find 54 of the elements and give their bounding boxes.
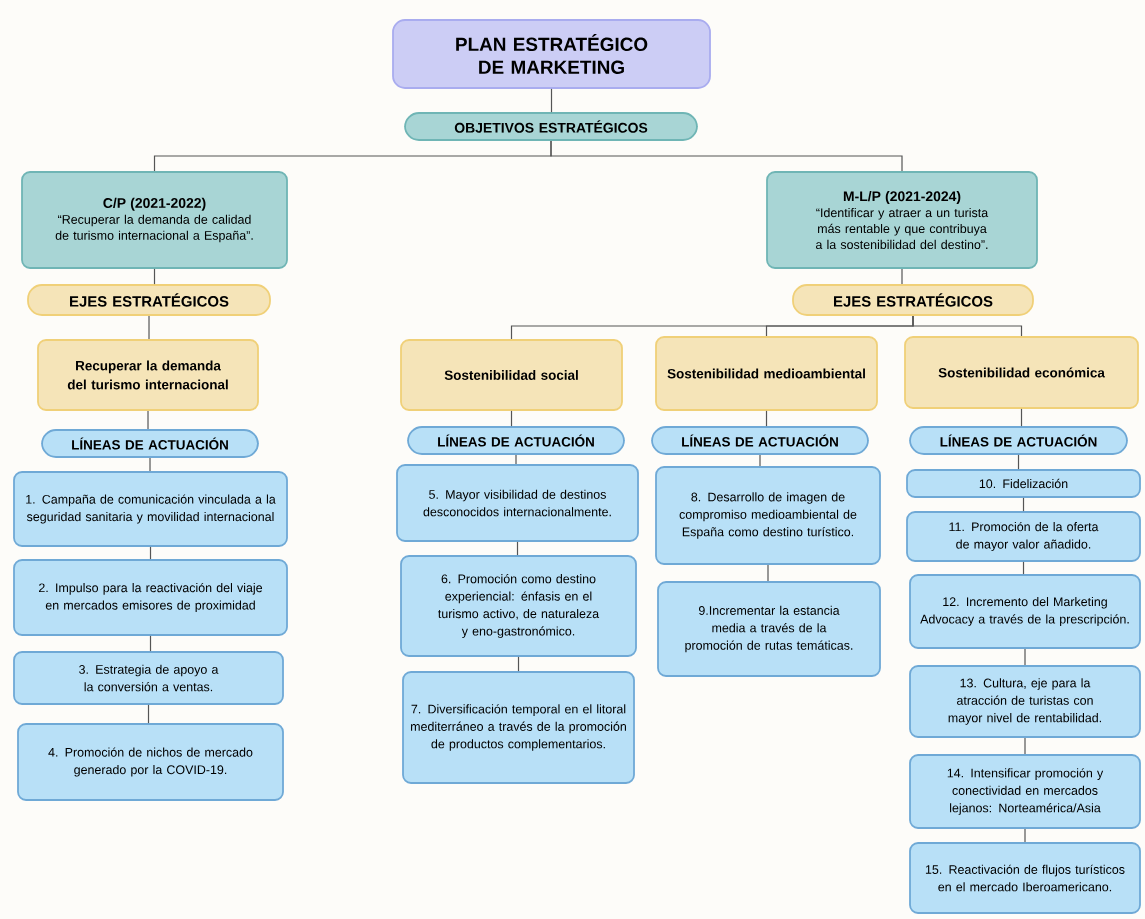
connector-line [516,541,519,556]
title-box: PLAN ESTRATÉGICO DE MARKETING [392,19,711,89]
connector-line [550,140,903,172]
connector-line [1024,828,1026,843]
connector-line [153,268,156,285]
connector-line [550,88,553,113]
objective-box: C/P (2021-2022) “Recuperar la demanda de calidad de turismo internacional a España”. [21,171,288,269]
action-box: 2. Impulso para la reactivación del viaje en mercados emisores de proximidad [13,559,288,636]
action-box: 4. Promoción de nichos de mercado generado por la COVID-19. [17,723,284,801]
action-box: 12. Incremento del Marketing Advocacy a través de la prescripción. [909,574,1141,649]
heading-pill: LÍNEAS DE ACTUACIÓN [651,426,869,455]
action-box: 1. Campaña de comunicación vinculada a la seguridad sanitaria y movilidad internacional [13,471,288,547]
objective-box: M-L/P (2021-2024) “Identificar y atraer a un turista más rentable y que contribuya a la sostenibilidad del destino”. [766,171,1038,269]
connector-line [147,704,150,724]
axis-box: Sostenibilidad económica [904,336,1139,409]
action-box: 5. Mayor visibilidad de destinos desconocidos internacionalmente. [396,464,639,542]
action-box: 11. Promoción de la oferta de mayor valor añadido. [906,511,1141,562]
connector-line [148,315,150,340]
connector-line [510,410,513,427]
heading-pill: OBJETIVOS ESTRATÉGICOS [404,112,698,141]
connector-line [1022,561,1025,575]
action-box: 14. Intensificar promoción y conectividad en mercados lejanos: Norteamérica/Asia [909,754,1141,829]
connector-line [1022,497,1025,512]
connector-line [912,315,1023,337]
action-box: 7. Diversificación temporal en el litoral mediterráneo a través de la promoción de productos complementarios. [402,671,635,784]
action-box: 15. Reactivación de flujos turísticos en el mercado Iberoamericano. [909,842,1141,914]
connector-line [1017,454,1020,470]
connector-line [149,635,152,652]
connector-line [149,457,151,472]
heading-pill: LÍNEAS DE ACTUACIÓN [41,429,259,458]
action-box: 10. Fidelización [906,469,1141,498]
heading-pill: EJES ESTRATÉGICOS [792,284,1034,316]
action-box: 8. Desarrollo de imagen de compromiso medioambiental de España como destino turístico. [655,466,881,565]
axis-box: Recuperar la demanda del turismo internacional [37,339,259,411]
connector-line [1020,408,1023,427]
axis-box: Sostenibilidad social [400,339,623,411]
connector-line [149,546,152,560]
connector-line [147,410,149,430]
connector-line [765,410,768,427]
connector-line [759,454,761,467]
heading-pill: LÍNEAS DE ACTUACIÓN [407,426,625,455]
action-box: 6. Promoción como destino experiencial: énfasis en el turismo activo, de naturaleza y eno-gastronómico. [400,555,637,657]
connector-line [515,454,517,465]
connector-line [1024,648,1026,666]
action-box: 13. Cultura, eje para la atracción de turistas con mayor nivel de rentabilidad. [909,665,1141,738]
action-box: 9.Incrementar la estancia media a través de la promoción de rutas temáticas. [657,581,881,677]
connector-line [1024,737,1026,755]
connector-line [767,564,769,582]
connector-line [901,268,903,285]
axis-box: Sostenibilidad medioambiental [655,336,878,411]
heading-pill: LÍNEAS DE ACTUACIÓN [909,426,1128,455]
connector-line [517,656,520,672]
action-box: 3. Estrategia de apoyo a la conversión a ventas. [13,651,284,705]
heading-pill: EJES ESTRATÉGICOS [27,284,271,316]
